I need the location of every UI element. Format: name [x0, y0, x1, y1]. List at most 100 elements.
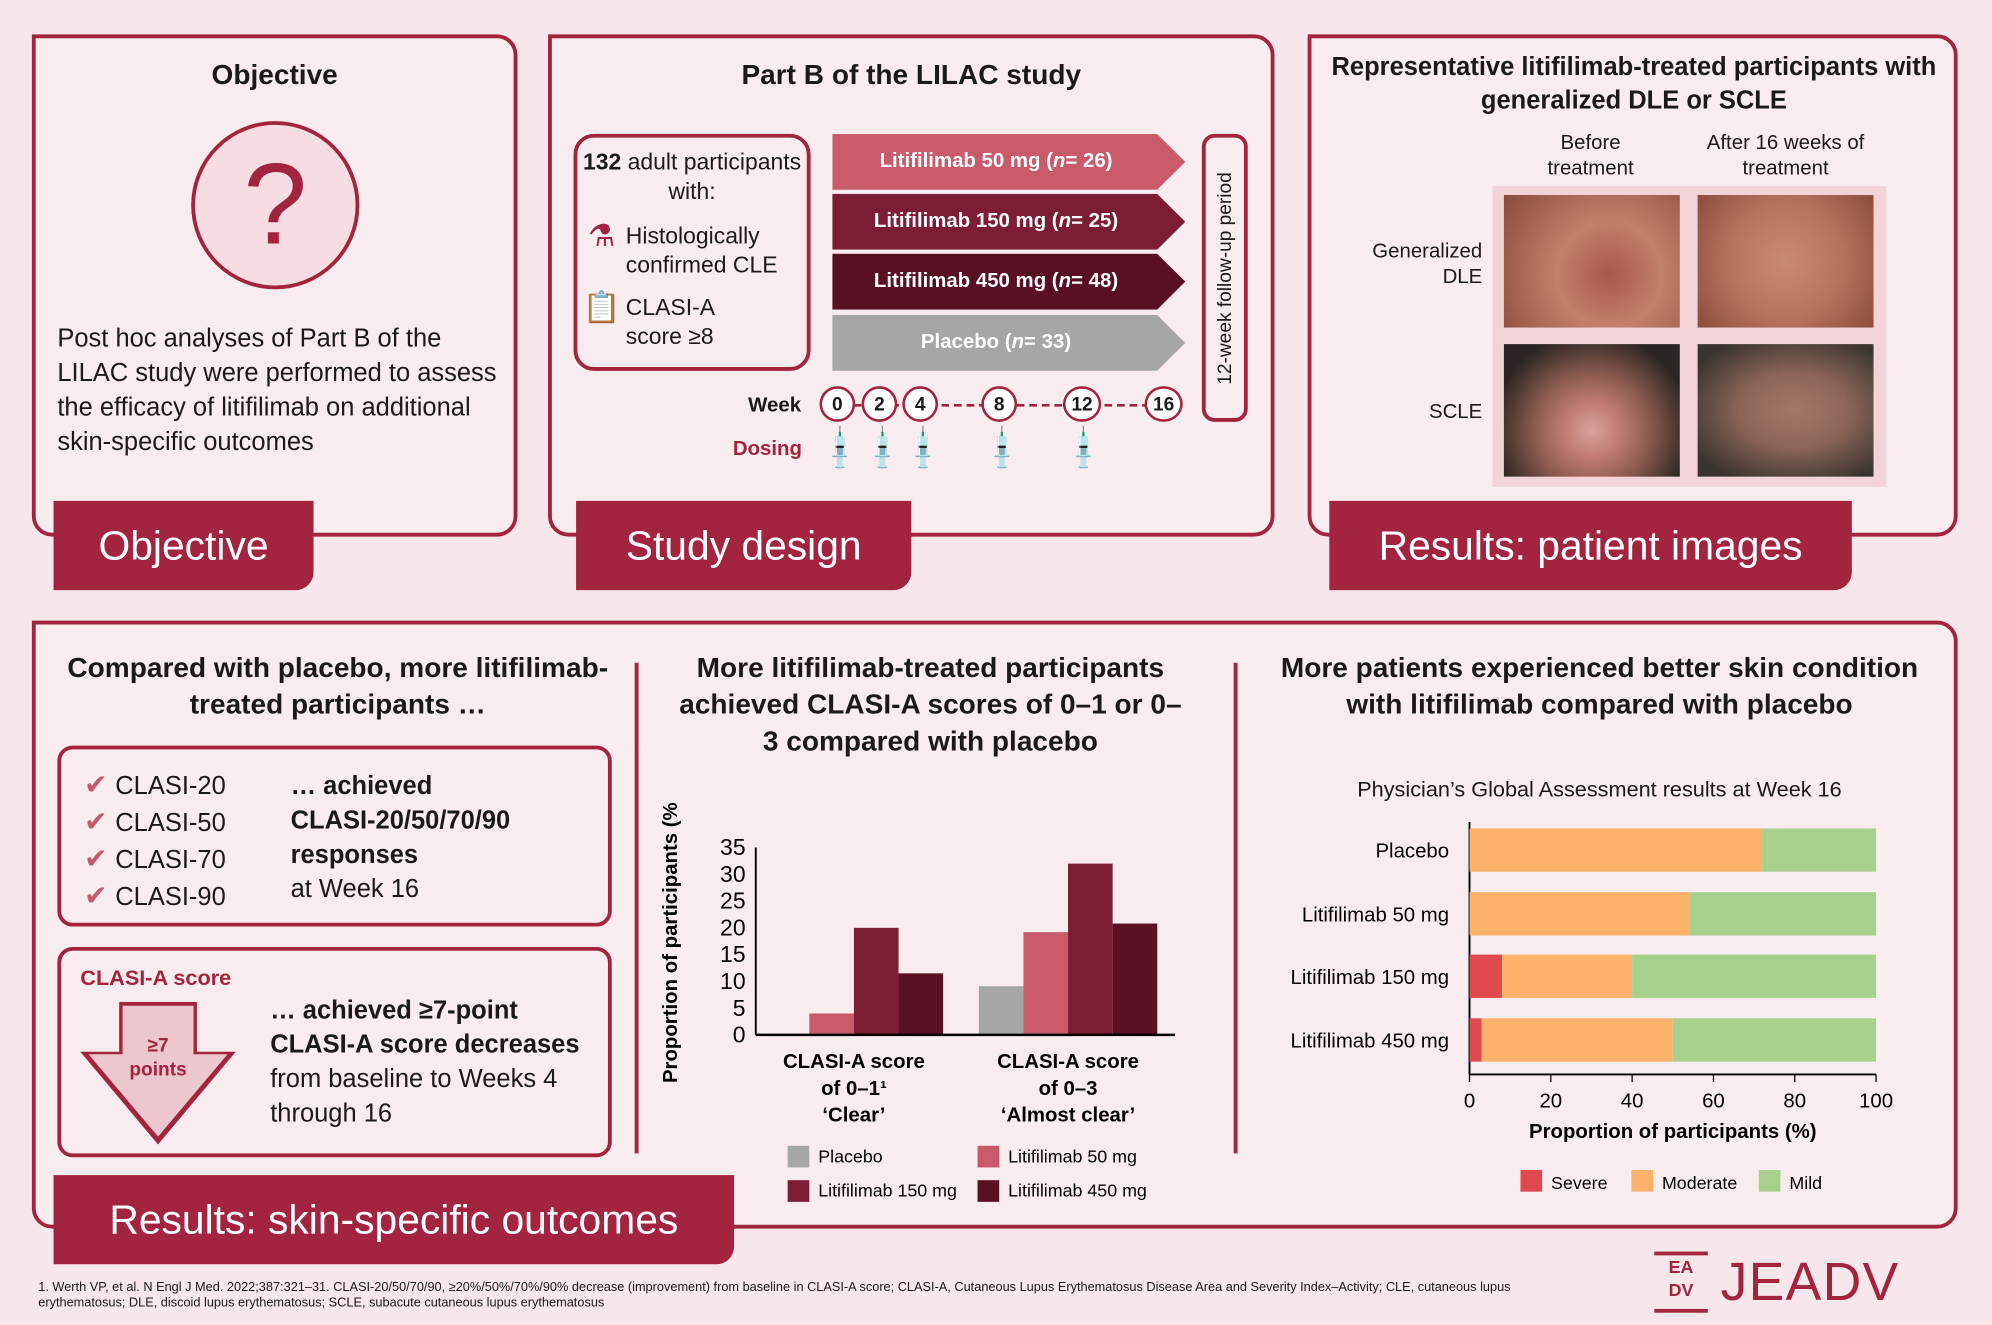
participants-count: 132	[582, 149, 622, 175]
bar	[1023, 932, 1069, 1035]
question-icon: ?	[191, 121, 360, 290]
bar	[1112, 923, 1158, 1035]
divider	[1233, 662, 1238, 1154]
week-8: 8	[981, 386, 1018, 422]
row-dle: Generalized DLE	[1372, 240, 1483, 289]
check-icon: ✔	[84, 805, 108, 838]
divider	[634, 662, 639, 1154]
legend-swatch	[1758, 1169, 1781, 1192]
arm-450mg: Litifilimab 450 mg (n = 48)	[832, 253, 1186, 310]
week-label: Week	[748, 395, 802, 417]
criterion-label: Histologically confirmed CLE	[625, 223, 778, 278]
clasi-item: ✔CLASI-90	[84, 879, 226, 912]
y-tick-label: 10	[720, 968, 746, 994]
scle-after-image	[1697, 344, 1874, 477]
legend-swatch	[977, 1180, 1000, 1202]
bar	[853, 927, 899, 1035]
legend-label: Litifilimab 50 mg	[1008, 1146, 1137, 1166]
legend-swatch	[1520, 1169, 1543, 1192]
x-category-label: CLASI-A score	[783, 1051, 925, 1073]
bar-segment	[1632, 954, 1877, 998]
bar-segment	[1469, 1018, 1482, 1062]
arrow-label: ≥7 points	[129, 1034, 187, 1081]
clasi-response-box: ✔CLASI-20 ✔CLASI-50 ✔CLASI-70 ✔CLASI-90 …	[57, 745, 612, 927]
week-4: 4	[902, 386, 939, 422]
participants-box: 132 adult participants with: ⚗ Histologic…	[573, 133, 811, 371]
y-tick-label: 30	[720, 861, 746, 887]
objective-tab: Objective	[53, 500, 314, 591]
week-2: 2	[861, 386, 898, 422]
bar-segment	[1469, 828, 1763, 872]
footnote: 1. Werth VP, et al. N Engl J Med. 2022;3…	[38, 1280, 1511, 1311]
pga-chart-subtitle: Physician’s Global Assessment results at…	[1357, 777, 1842, 802]
y-axis-label: Proportion of participants (%)	[660, 803, 682, 1083]
check-icon: ✔	[84, 768, 108, 801]
follow-up-label: 12-week follow-up period	[1213, 171, 1236, 385]
check-icon: ✔	[84, 879, 108, 912]
y-category-label: Litifilimab 50 mg	[1302, 904, 1449, 926]
x-category-label: of 0–1¹	[821, 1078, 887, 1100]
patient-images-tab: Results: patient images	[1329, 500, 1852, 591]
study-design-title: Part B of the LILAC study	[741, 58, 1082, 91]
dle-after-image	[1697, 194, 1874, 328]
arm-150mg: Litifilimab 150 mg (n = 25)	[832, 193, 1186, 250]
criterion-label: CLASI-A score ≥8	[625, 294, 714, 350]
week-0: 0	[819, 386, 856, 422]
bar-segment	[1469, 892, 1690, 936]
clasi-list: ✔CLASI-20 ✔CLASI-50 ✔CLASI-70 ✔CLASI-90	[84, 767, 226, 915]
y-category-label: Litifilimab 450 mg	[1291, 1031, 1450, 1053]
clasi-item: ✔CLASI-20	[84, 768, 226, 801]
y-tick-label: 25	[720, 888, 746, 914]
logo-text: JEADV	[1720, 1251, 1900, 1312]
x-tick-label: 40	[1621, 1091, 1644, 1113]
objective-text: Post hoc analyses of Part B of the LILAC…	[57, 324, 497, 457]
check-icon: ✔	[84, 842, 108, 875]
x-tick-label: 100	[1859, 1091, 1893, 1113]
legend-label: Litifilimab 150 mg	[818, 1181, 957, 1201]
y-category-label: Placebo	[1375, 841, 1449, 863]
col-after: After 16 weeks of treatment	[1706, 132, 1865, 180]
legend-swatch	[787, 1145, 810, 1168]
participants-text: 132 adult participants with:	[577, 148, 806, 207]
outcomes-tab: Results: skin-specific outcomes	[53, 1175, 735, 1265]
x-category-label: ‘Clear’	[822, 1105, 885, 1127]
week-12: 12	[1062, 386, 1102, 422]
bar-segment	[1469, 954, 1503, 998]
bar-segment	[1502, 954, 1633, 998]
microscope-icon: ⚗	[587, 219, 616, 254]
bar-segment	[1689, 892, 1877, 936]
y-tick-label: 15	[720, 941, 746, 967]
x-tick-label: 20	[1539, 1091, 1562, 1113]
bar	[978, 986, 1024, 1035]
legend-label: Litifilimab 450 mg	[1008, 1181, 1147, 1201]
y-tick-label: 35	[720, 834, 746, 860]
study-design-tab: Study design	[576, 500, 912, 591]
x-category-label: CLASI-A score	[997, 1051, 1139, 1073]
participants-label: adult participants with:	[621, 149, 802, 204]
week-16: 16	[1144, 386, 1183, 422]
bar-chart-title: More litifilimab-treated participants ac…	[679, 651, 1182, 758]
legend-label: Mild	[1789, 1173, 1822, 1193]
bar-segment	[1481, 1018, 1673, 1062]
arm-placebo: Placebo (n = 33)	[832, 314, 1186, 371]
legend-label: Severe	[1551, 1173, 1608, 1193]
legend-label: Moderate	[1662, 1173, 1737, 1193]
y-category-label: Litifilimab 150 mg	[1291, 967, 1450, 989]
x-axis-label: Proportion of participants (%)	[1529, 1121, 1817, 1143]
scle-before-image	[1503, 344, 1680, 477]
bar	[898, 973, 944, 1035]
legend-swatch	[977, 1145, 1000, 1168]
criterion-histology: ⚗ Histologically confirmed CLE	[577, 219, 806, 281]
dosing-label: Dosing	[732, 438, 802, 461]
legend-label: Placebo	[818, 1146, 883, 1166]
clasi-a-title: CLASI-A score	[80, 966, 232, 991]
bar	[809, 1013, 854, 1035]
bar-segment	[1762, 828, 1877, 872]
x-tick-label: 80	[1783, 1091, 1806, 1113]
x-tick-label: 60	[1702, 1091, 1725, 1113]
